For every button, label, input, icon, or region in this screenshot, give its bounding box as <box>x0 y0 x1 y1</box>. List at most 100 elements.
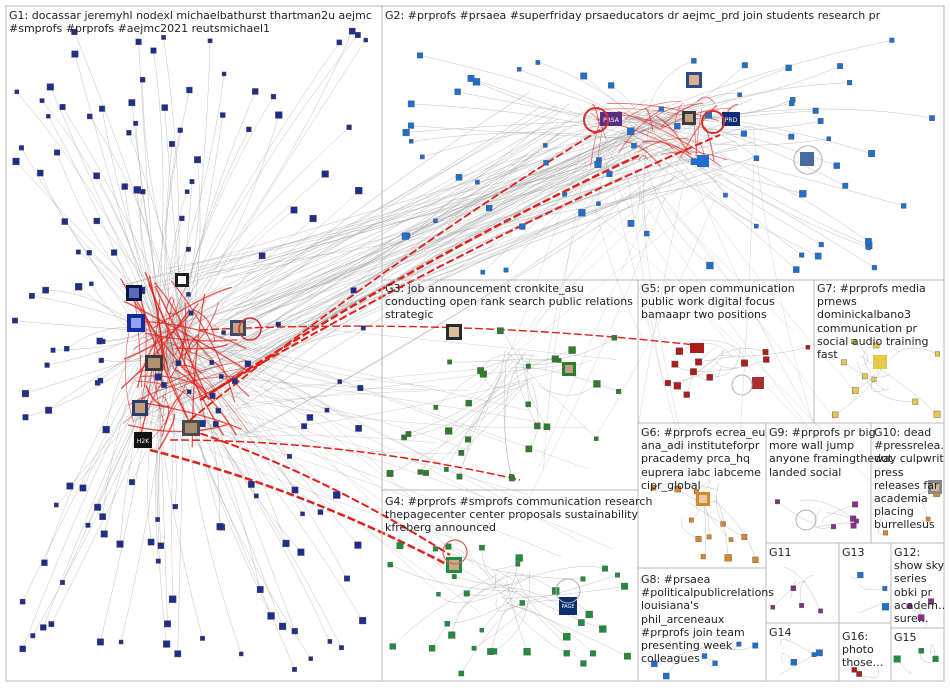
node[interactable] <box>110 249 118 256</box>
node[interactable] <box>44 362 50 368</box>
node[interactable] <box>172 503 178 510</box>
node[interactable] <box>695 536 702 543</box>
node[interactable] <box>753 155 760 161</box>
node[interactable] <box>826 136 831 141</box>
node[interactable] <box>918 648 924 654</box>
node[interactable] <box>63 345 70 352</box>
node[interactable] <box>48 621 55 628</box>
node[interactable] <box>79 484 87 492</box>
node[interactable] <box>389 643 396 650</box>
node[interactable] <box>563 633 571 641</box>
node[interactable] <box>417 52 423 59</box>
node[interactable] <box>444 467 449 472</box>
node[interactable] <box>621 582 628 590</box>
node[interactable] <box>177 127 183 133</box>
node[interactable] <box>238 651 244 657</box>
node[interactable] <box>50 347 56 353</box>
node[interactable] <box>301 423 308 430</box>
node[interactable] <box>19 598 26 605</box>
node[interactable] <box>852 501 859 508</box>
node[interactable] <box>856 671 862 677</box>
node[interactable] <box>812 107 819 114</box>
node[interactable] <box>275 321 281 327</box>
node[interactable] <box>220 112 226 118</box>
node[interactable] <box>928 598 935 605</box>
node[interactable] <box>94 503 102 511</box>
node[interactable] <box>563 650 570 657</box>
node[interactable] <box>207 38 213 44</box>
node[interactable] <box>706 261 714 270</box>
node[interactable] <box>188 310 194 316</box>
node[interactable] <box>253 493 259 499</box>
node[interactable] <box>881 603 890 611</box>
node[interactable] <box>433 218 438 223</box>
node[interactable] <box>436 592 441 597</box>
node[interactable] <box>793 266 800 273</box>
node[interactable] <box>355 424 362 432</box>
node[interactable] <box>409 139 414 144</box>
node[interactable] <box>133 186 141 194</box>
node[interactable] <box>96 638 104 646</box>
node[interactable] <box>445 427 453 435</box>
node[interactable] <box>525 401 532 408</box>
node[interactable] <box>523 648 531 656</box>
hub-node-g5-a[interactable] <box>690 343 704 353</box>
node[interactable] <box>287 453 292 459</box>
node[interactable] <box>737 92 742 97</box>
node[interactable] <box>712 660 718 666</box>
node[interactable] <box>252 88 259 95</box>
node[interactable] <box>594 436 599 441</box>
node[interactable] <box>21 390 29 398</box>
node[interactable] <box>788 100 795 107</box>
node[interactable] <box>925 516 931 522</box>
node[interactable] <box>184 189 190 194</box>
node[interactable] <box>515 554 523 562</box>
node[interactable] <box>14 89 20 95</box>
node[interactable] <box>689 368 697 376</box>
hub-node-g5-b[interactable] <box>752 377 764 389</box>
node[interactable] <box>723 192 728 198</box>
node[interactable] <box>454 88 461 95</box>
hub-node-g2-a[interactable] <box>686 72 702 88</box>
node[interactable] <box>658 106 664 112</box>
hub-node-g1-e[interactable] <box>182 420 200 436</box>
node[interactable] <box>99 105 106 112</box>
node[interactable] <box>42 286 49 294</box>
node[interactable] <box>578 619 585 626</box>
node[interactable] <box>258 252 266 260</box>
node[interactable] <box>140 189 146 195</box>
node[interactable] <box>847 80 853 86</box>
node[interactable] <box>308 656 313 661</box>
node[interactable] <box>868 150 876 157</box>
node[interactable] <box>209 392 216 399</box>
node[interactable] <box>871 265 877 271</box>
node[interactable] <box>71 50 79 58</box>
node[interactable] <box>66 482 74 490</box>
node[interactable] <box>542 143 548 148</box>
node[interactable] <box>402 129 410 137</box>
node[interactable] <box>337 379 343 384</box>
node[interactable] <box>871 376 877 382</box>
node[interactable] <box>86 250 92 256</box>
node[interactable] <box>811 652 817 658</box>
node[interactable] <box>87 113 93 120</box>
node[interactable] <box>133 120 139 126</box>
node[interactable] <box>814 252 822 260</box>
node[interactable] <box>309 214 317 223</box>
node[interactable] <box>671 360 679 368</box>
node[interactable] <box>354 541 362 549</box>
node[interactable] <box>12 157 20 165</box>
node[interactable] <box>763 356 770 363</box>
node[interactable] <box>154 373 162 381</box>
node[interactable] <box>186 389 192 395</box>
node[interactable] <box>163 640 171 648</box>
node[interactable] <box>906 603 912 609</box>
hub-node-prd[interactable]: PRD <box>722 112 740 126</box>
node[interactable] <box>580 576 586 582</box>
node[interactable] <box>126 130 132 136</box>
node[interactable] <box>135 38 142 45</box>
node[interactable] <box>900 203 907 209</box>
node[interactable] <box>624 652 631 660</box>
node[interactable] <box>790 585 797 591</box>
node[interactable] <box>557 358 562 363</box>
